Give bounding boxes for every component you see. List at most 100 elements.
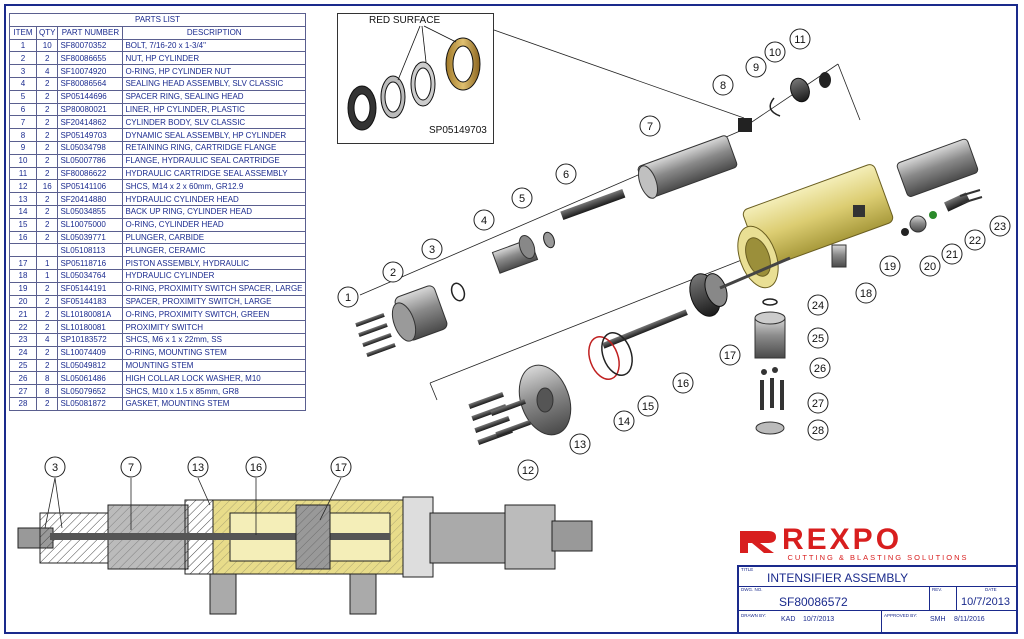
qty-cell: 2 [35,140,59,155]
exploded-balloon-label: 6 [563,169,569,181]
exploded-balloon-label: 15 [642,401,654,413]
section-balloon-label: 7 [128,462,134,474]
screws-item-27 [760,378,784,410]
part-number-cell: SL05007786 [57,153,124,168]
exploded-balloon-circle [637,395,659,417]
exploded-balloon-label: 19 [884,261,896,273]
detail-leader [493,29,745,119]
exploded-balloon-circle [337,286,359,308]
flange-item-10 [790,77,810,103]
backup-ring-item-14 [588,336,620,380]
rev-label: REV. [932,587,943,592]
exploded-balloon-circle [807,294,829,316]
exploded-balloon-label: 3 [429,244,435,256]
oring-item-15 [601,332,633,376]
exploded-balloon-circle [672,372,694,394]
exploded-balloon-label: 23 [994,221,1006,233]
approved-date: 8/11/2016 [954,616,985,623]
description-cell: GASKET, MOUNTING STEM [122,396,306,411]
qty-cell: 1 [35,256,59,270]
logo-mark-icon [740,531,776,553]
exploded-balloon-label: 24 [812,300,824,312]
drawn-by-label: DRAWN BY: [741,613,767,618]
exploded-balloon-label: 22 [969,235,981,247]
logo-word: REXPO [782,523,903,556]
exploded-balloon-label: 18 [860,288,872,300]
proximity-switch-item-22 [944,192,970,212]
section-balloon-circle [44,456,66,478]
exploded-balloon-circle [879,255,901,277]
exploded-balloon-circle [807,392,829,414]
plunger-item-16 [602,309,688,349]
exploded-balloon-label: 2 [390,267,396,279]
drawing-border [4,4,1018,634]
oring-green-item-21 [929,211,937,219]
approved-by: SMH [930,616,946,623]
exploded-balloon-circle [517,459,539,481]
oring-item-19 [901,228,909,236]
exploded-balloon-circle [639,115,661,137]
exploded-balloon-label: 17 [724,350,736,362]
dwg-no-cell: DWG. NO. SF80086572 [738,586,930,611]
exploded-balloon-circle [613,410,635,432]
exploded-balloon-circle [964,229,986,251]
dwg-no: SF80086572 [779,595,848,609]
section-view [17,496,593,615]
exploded-balloon-label: 16 [677,378,689,390]
qty-cell: 2 [35,128,59,142]
title-label: TITLE [741,567,754,572]
washers-item-26 [761,367,778,375]
exploded-balloon-label: 25 [812,333,824,345]
spacer-item-5 [543,231,555,249]
exploded-balloon-circle [919,255,941,277]
exploded-balloon-circle [789,28,811,50]
qty-cell: 1 [35,268,59,283]
exploded-balloon-label: 1 [345,292,351,304]
piston-rod [719,256,791,290]
exploded-balloon-label: 9 [753,62,759,74]
exploded-balloon-label: 20 [924,261,936,273]
exploded-balloon-circle [511,187,533,209]
cylinder-body-item-7 [637,135,738,199]
exploded-balloon-circle [555,163,577,185]
exploded-balloon-circle [473,209,495,231]
section-balloon-label: 3 [52,462,58,474]
date-cell: DATE 10/7/2013 [956,586,1018,611]
exploded-balloon-circle [941,243,963,265]
exploded-balloon-label: 11 [794,34,805,46]
part-number-cell: SL05081872 [57,396,124,411]
approved-by-label: APPROVED BY: [884,613,918,618]
section-balloon-label: 17 [335,462,347,474]
part-number-cell: SL05039771 [57,230,124,245]
exploded-balloon-circle [764,41,786,63]
drawn-by: KAD [781,616,796,623]
qty-cell: 2 [35,166,59,181]
item-cell: 28 [9,396,37,411]
exploded-balloon-circle [807,327,829,349]
exploded-balloon-circle [382,261,404,283]
exploded-balloon-label: 26 [814,363,826,375]
dwg-no-label: DWG. NO. [741,587,763,592]
detail-part-number: SP05149703 [429,125,487,136]
cylinder-head-item-13 [518,364,572,436]
section-balloon-label: 16 [250,462,262,474]
rexpo-logo: REXPO CUTTING & BLASTING SOLUTIONS [738,523,1014,562]
oring-item-3 [450,282,466,302]
mounting-stem-item-25 [754,311,786,359]
qty-cell: 4 [35,64,59,78]
exploded-balloon-circle [807,419,829,441]
exploded-balloon-circle [712,74,734,96]
